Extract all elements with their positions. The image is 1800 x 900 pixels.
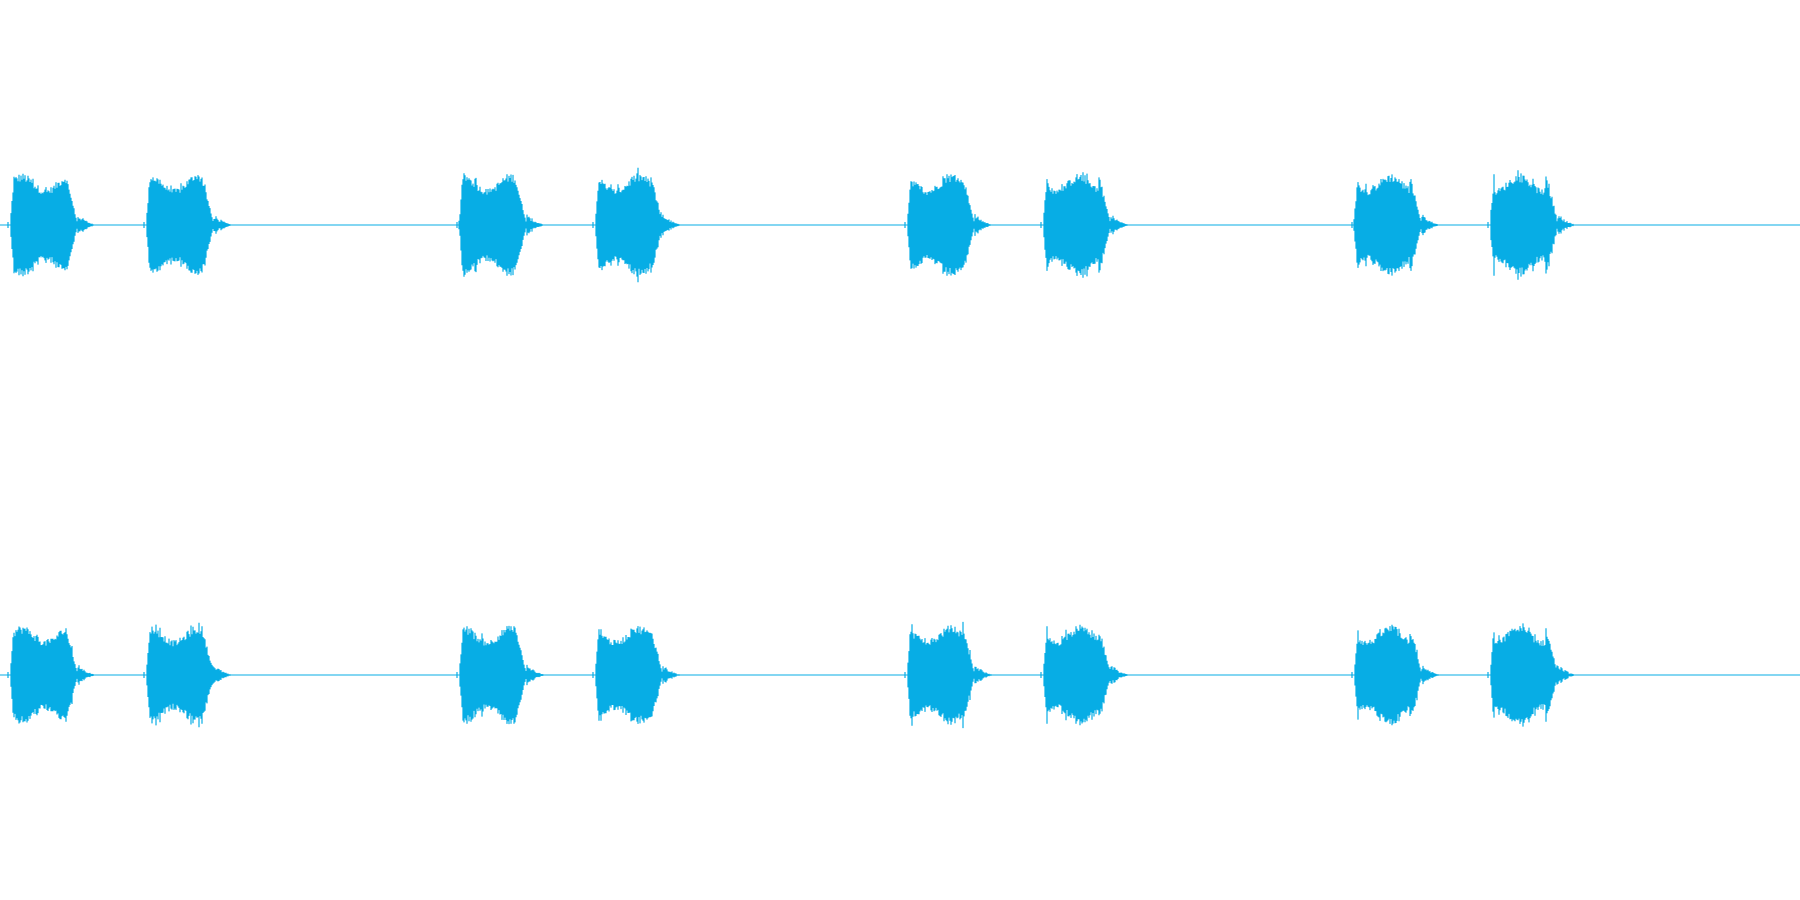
left-channel-burst-shape xyxy=(1351,174,1443,276)
right-channel-burst-shape xyxy=(143,622,235,728)
right-channel-burst-shape xyxy=(1040,624,1132,726)
left-channel-burst xyxy=(7,173,99,277)
right-channel-burst-shape xyxy=(904,621,996,729)
left-channel-burst xyxy=(904,174,996,276)
left-channel-burst xyxy=(592,167,684,283)
left-channel-burst-shape xyxy=(1487,170,1579,280)
right-channel-burst xyxy=(904,621,996,729)
right-channel-burst-shape xyxy=(1487,623,1579,727)
left-channel-burst-shape xyxy=(456,173,547,277)
right-channel-burst xyxy=(1351,624,1443,726)
left-channel-burst-shape xyxy=(143,175,235,275)
right-channel-burst xyxy=(143,622,235,728)
right-channel-burst-shape xyxy=(456,625,548,725)
left-channel-burst xyxy=(1351,174,1443,276)
left-channel-burst-shape xyxy=(1040,172,1132,278)
left-channel-burst-shape xyxy=(904,174,996,276)
left-channel-burst xyxy=(1487,170,1579,280)
waveform-channel-right xyxy=(0,621,1800,729)
left-channel-burst xyxy=(456,173,547,277)
right-channel-burst xyxy=(7,626,99,724)
right-channel-burst xyxy=(456,625,548,725)
waveform-channel-left xyxy=(0,167,1800,283)
left-channel-burst-shape xyxy=(592,167,684,283)
right-channel-burst xyxy=(592,626,684,724)
right-channel-burst xyxy=(1487,623,1579,727)
right-channel-burst xyxy=(1040,624,1132,726)
right-channel-burst-shape xyxy=(7,626,99,724)
right-channel-burst-shape xyxy=(592,626,684,724)
left-channel-burst-shape xyxy=(7,173,99,277)
right-channel-burst-shape xyxy=(1351,624,1443,726)
left-channel-burst xyxy=(1040,172,1132,278)
left-channel-burst xyxy=(143,175,235,275)
